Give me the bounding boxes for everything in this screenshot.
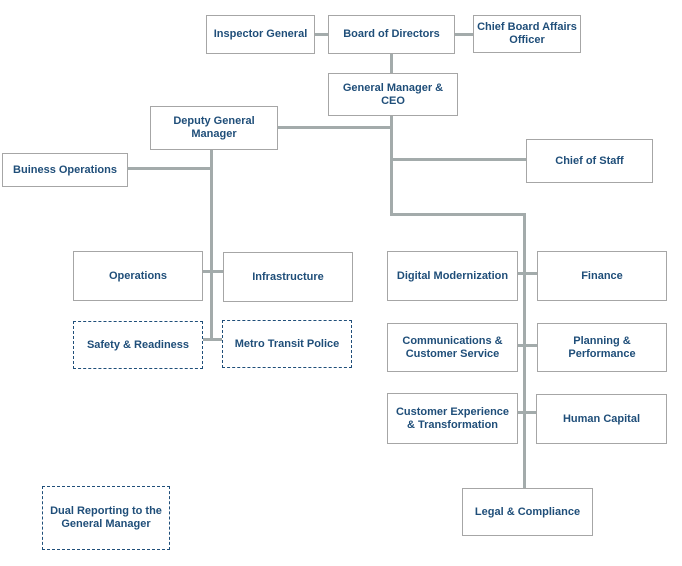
org-node-label: Planning & Performance bbox=[568, 334, 636, 360]
org-node-label: Safety & Readiness bbox=[86, 338, 190, 351]
org-node-label: Communications & Customer Service bbox=[402, 334, 503, 360]
legend-label: Dual Reporting to the General Manager bbox=[50, 505, 162, 530]
org-node-communications-customer-service: Communications & Customer Service bbox=[387, 323, 518, 372]
org-node-label: Inspector General bbox=[213, 28, 308, 40]
connector-row-operations-infra bbox=[203, 270, 223, 273]
org-node-label: General Manager & CEO bbox=[342, 81, 444, 107]
connector-row-safety-police bbox=[203, 338, 222, 341]
org-node-label: Operations bbox=[108, 269, 168, 282]
org-node-human-capital: Human Capital bbox=[536, 394, 667, 444]
org-node-planning-performance: Planning & Performance bbox=[537, 323, 667, 372]
connector-right-trunk bbox=[523, 213, 526, 488]
org-node-legal-compliance: Legal & Compliance bbox=[462, 488, 593, 536]
org-node-label: Deputy General Manager bbox=[173, 115, 255, 140]
connector-board-chief-board bbox=[455, 33, 473, 36]
org-node-buiness-operations: Buiness Operations bbox=[2, 153, 128, 187]
legend-dual-reporting: Dual Reporting to the General Manager bbox=[42, 486, 170, 550]
org-node-digital-modernization: Digital Modernization bbox=[387, 251, 518, 301]
org-node-label: Buiness Operations bbox=[13, 163, 117, 176]
org-node-chief-of-staff: Chief of Staff bbox=[526, 139, 653, 183]
connector-row-cx-human bbox=[518, 411, 536, 414]
connector-row-comms-planning bbox=[518, 344, 537, 347]
org-node-operations: Operations bbox=[73, 251, 203, 301]
org-node-label: Chief Board Affairs Officer bbox=[477, 21, 577, 46]
connector-buiness-operations bbox=[128, 167, 212, 170]
connector-chief-of-staff bbox=[390, 158, 526, 161]
org-node-inspector-general: Inspector General bbox=[206, 15, 315, 54]
org-node-customer-experience-transformation: Customer Experience & Transformation bbox=[387, 393, 518, 444]
org-node-general-manager-ceo: General Manager & CEO bbox=[328, 73, 458, 116]
org-node-label: Chief of Staff bbox=[555, 154, 624, 167]
connector-gm-trunk bbox=[390, 116, 393, 216]
connector-row-digital-finance bbox=[518, 272, 537, 275]
org-node-label: Board of Directors bbox=[343, 28, 440, 40]
connector-left-trunk bbox=[210, 150, 213, 340]
org-node-chief-board-affairs-officer: Chief Board Affairs Officer bbox=[473, 15, 581, 53]
org-node-deputy-general-manager: Deputy General Manager bbox=[150, 106, 278, 150]
org-node-label: Finance bbox=[581, 269, 623, 282]
org-node-label: Legal & Compliance bbox=[474, 505, 581, 518]
org-node-board-of-directors: Board of Directors bbox=[328, 15, 455, 54]
org-node-label: Infrastructure bbox=[252, 270, 324, 283]
org-node-finance: Finance bbox=[537, 251, 667, 301]
connector-inspector-board bbox=[315, 33, 328, 36]
connector-board-gm bbox=[390, 54, 393, 73]
org-node-safety-readiness: Safety & Readiness bbox=[73, 321, 203, 369]
org-node-label: Digital Modernization bbox=[396, 269, 509, 282]
org-node-infrastructure: Infrastructure bbox=[223, 252, 353, 302]
org-node-label: Customer Experience & Transformation bbox=[395, 405, 510, 431]
connector-deputy-gm bbox=[278, 126, 392, 129]
org-node-label: Metro Transit Police bbox=[234, 337, 340, 350]
org-node-metro-transit-police: Metro Transit Police bbox=[222, 320, 352, 368]
connector-trunk-jog bbox=[390, 213, 526, 216]
org-node-label: Human Capital bbox=[562, 412, 640, 425]
